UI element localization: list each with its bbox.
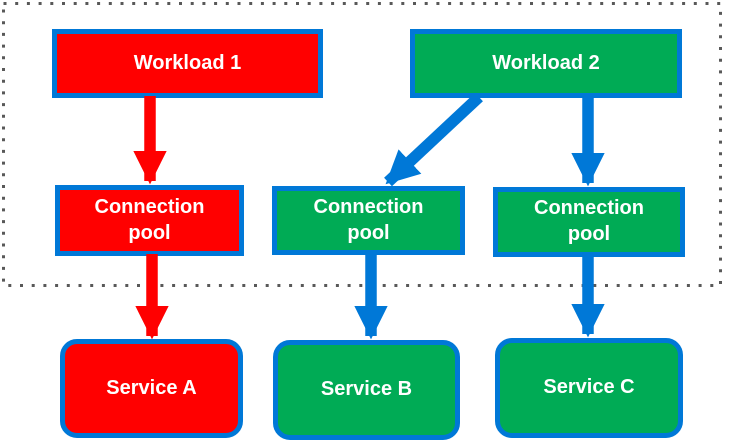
arrow-workload2-to-pool-b — [384, 92, 483, 187]
node-service-a: Service A — [60, 339, 243, 438]
node-service-b: Service B — [273, 340, 460, 440]
node-service-b-label: Service B — [320, 378, 413, 401]
node-service-c-label: Service C — [543, 376, 635, 399]
node-connection-pool-c: Connection pool — [493, 187, 685, 257]
node-workload-2: Workload 2 — [410, 29, 682, 98]
node-workload-2-label: Workload 2 — [492, 51, 600, 74]
node-connection-pool-a-label: Connection pool — [94, 195, 205, 244]
node-service-c: Service C — [495, 338, 683, 438]
node-connection-pool-c-label: Connection pool — [534, 197, 644, 245]
node-connection-pool-b-label: Connection pool — [313, 195, 424, 244]
node-workload-1: Workload 1 — [52, 29, 323, 98]
node-workload-1-label: Workload 1 — [133, 51, 242, 74]
node-service-a-label: Service A — [106, 376, 197, 399]
node-connection-pool-a: Connection pool — [55, 185, 244, 256]
node-connection-pool-b: Connection pool — [272, 186, 465, 255]
